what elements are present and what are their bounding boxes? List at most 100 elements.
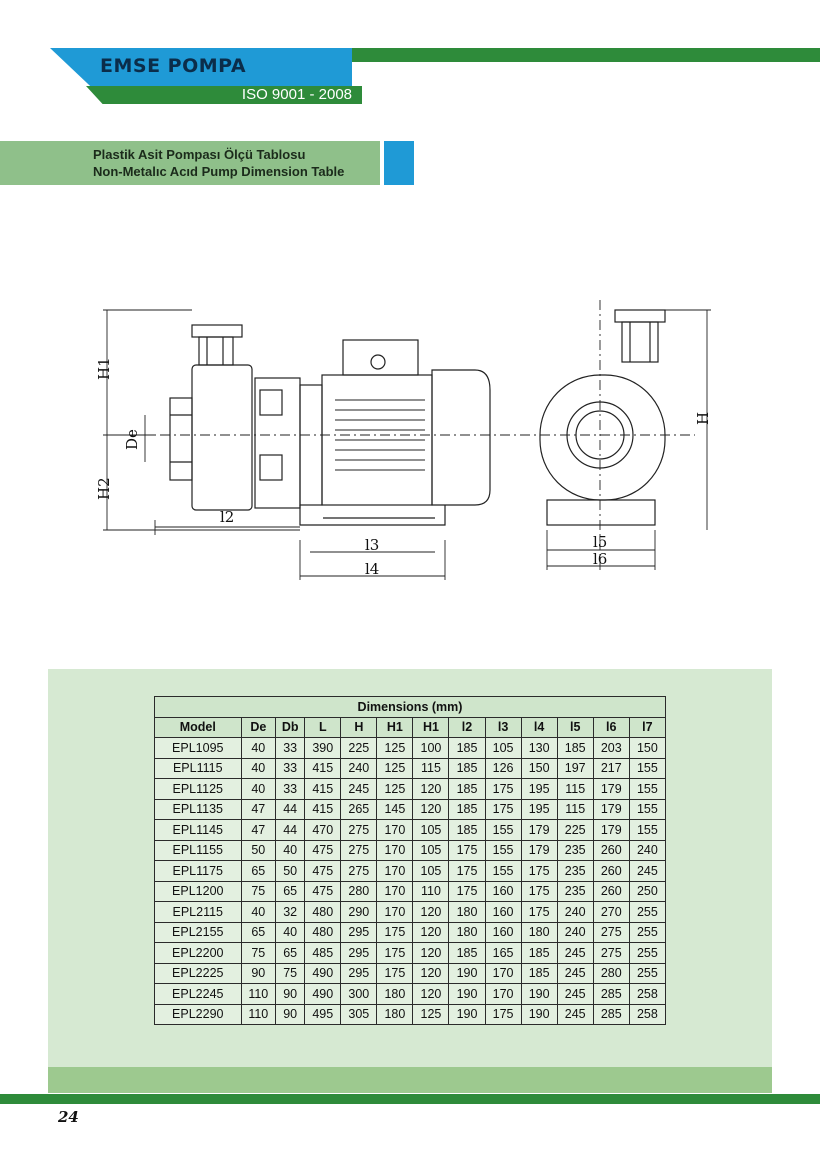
dimension-cell: 305 [340,1003,378,1025]
dimension-cell: 185 [556,737,594,759]
dimension-cell: 180 [520,921,558,943]
dimension-cell: 255 [628,901,667,923]
dimension-cell: 90 [275,983,306,1005]
brand-name: EMSE POMPA [100,55,247,77]
dimension-cell: 50 [240,839,277,861]
label-h2: H2 [95,477,113,500]
dimension-cell: 245 [556,942,594,964]
dimension-cell: 44 [275,819,306,841]
dimension-cell: 185 [448,798,486,820]
dimension-cell: 300 [340,983,378,1005]
dimension-cell: 475 [304,839,342,861]
dimension-cell: 185 [448,819,486,841]
model-cell: EPL1135 [154,798,242,820]
dimension-cell: 155 [628,778,667,800]
dimension-cell: 480 [304,901,342,923]
dimension-cell: 75 [240,942,277,964]
dimension-cell: 120 [412,983,450,1005]
model-cell: EPL1155 [154,839,242,861]
dimension-cell: 175 [484,1003,522,1025]
dimension-cell: 33 [275,778,306,800]
dimension-cell: 160 [484,901,522,923]
dimension-cell: 490 [304,962,342,984]
dimension-cell: 240 [340,757,378,779]
dimension-cell: 195 [520,778,558,800]
pump-casing [254,377,301,509]
dimension-cell: 160 [484,921,522,943]
dimension-cell: 90 [240,962,277,984]
dimension-cell: 185 [520,942,558,964]
iso-banner: ISO 9001 - 2008 [86,86,362,104]
dimension-cell: 125 [376,757,414,779]
dimension-cell: 295 [340,921,378,943]
dimension-cell: 40 [240,778,277,800]
dimension-cell: 240 [628,839,667,861]
dimension-cell: 105 [412,860,450,882]
dimension-cell: 295 [340,942,378,964]
section-title-tr: Plastik Asit Pompası Ölçü Tablosu [93,147,306,162]
dimension-cell: 190 [448,1003,486,1025]
dimension-cell: 155 [628,757,667,779]
dimension-cell: 65 [240,860,277,882]
dimension-cell: 40 [275,839,306,861]
dimension-cell: 190 [448,962,486,984]
dimension-cell: 245 [556,983,594,1005]
dimension-cell: 179 [592,798,630,820]
column-header: l7 [628,716,667,738]
dimension-cell: 225 [556,819,594,841]
adapter [299,384,323,506]
dimension-cell: 175 [448,880,486,902]
dimension-cell: 40 [275,921,306,943]
dimension-cell: 255 [628,962,667,984]
label-de: De [123,429,141,450]
dimension-cell: 275 [592,921,630,943]
label-l4: l4 [365,560,379,578]
dimension-cell: 245 [556,962,594,984]
dimension-cell: 120 [412,962,450,984]
model-cell: EPL2115 [154,901,242,923]
dimension-cell: 145 [376,798,414,820]
dimension-cell: 120 [412,901,450,923]
dimension-cell: 170 [484,962,522,984]
dimension-cell: 155 [628,798,667,820]
dimension-cell: 185 [448,778,486,800]
dimension-cell: 240 [556,901,594,923]
dimension-cell: 105 [484,737,522,759]
dimension-cell: 275 [340,839,378,861]
dimension-cell: 155 [628,819,667,841]
model-cell: EPL1175 [154,860,242,882]
dimension-cell: 40 [240,737,277,759]
discharge-cap [191,324,243,338]
dimension-cell: 110 [240,1003,277,1025]
dimension-cell: 258 [628,1003,667,1025]
dimension-cell: 250 [628,880,667,902]
dimension-cell: 280 [340,880,378,902]
dimension-cell: 32 [275,901,306,923]
dimension-cell: 180 [376,1003,414,1025]
dimension-cell: 415 [304,757,342,779]
dimension-cell: 415 [304,798,342,820]
dimension-cell: 265 [340,798,378,820]
dimension-cell: 75 [275,962,306,984]
dimension-cell: 480 [304,921,342,943]
column-header: L [304,716,342,738]
dimension-cell: 185 [448,942,486,964]
dimension-cell: 245 [340,778,378,800]
dimension-cell: 270 [592,901,630,923]
dimension-cell: 130 [520,737,558,759]
dimension-cell: 40 [240,901,277,923]
dimension-cell: 490 [304,983,342,1005]
front-port-inner [575,410,625,460]
dimension-cell: 175 [376,921,414,943]
dimension-cell: 179 [520,819,558,841]
dimension-cell: 65 [275,942,306,964]
dimension-cell: 115 [556,798,594,820]
column-header: H [340,716,378,738]
model-cell: EPL1200 [154,880,242,902]
dimension-cell: 275 [340,819,378,841]
